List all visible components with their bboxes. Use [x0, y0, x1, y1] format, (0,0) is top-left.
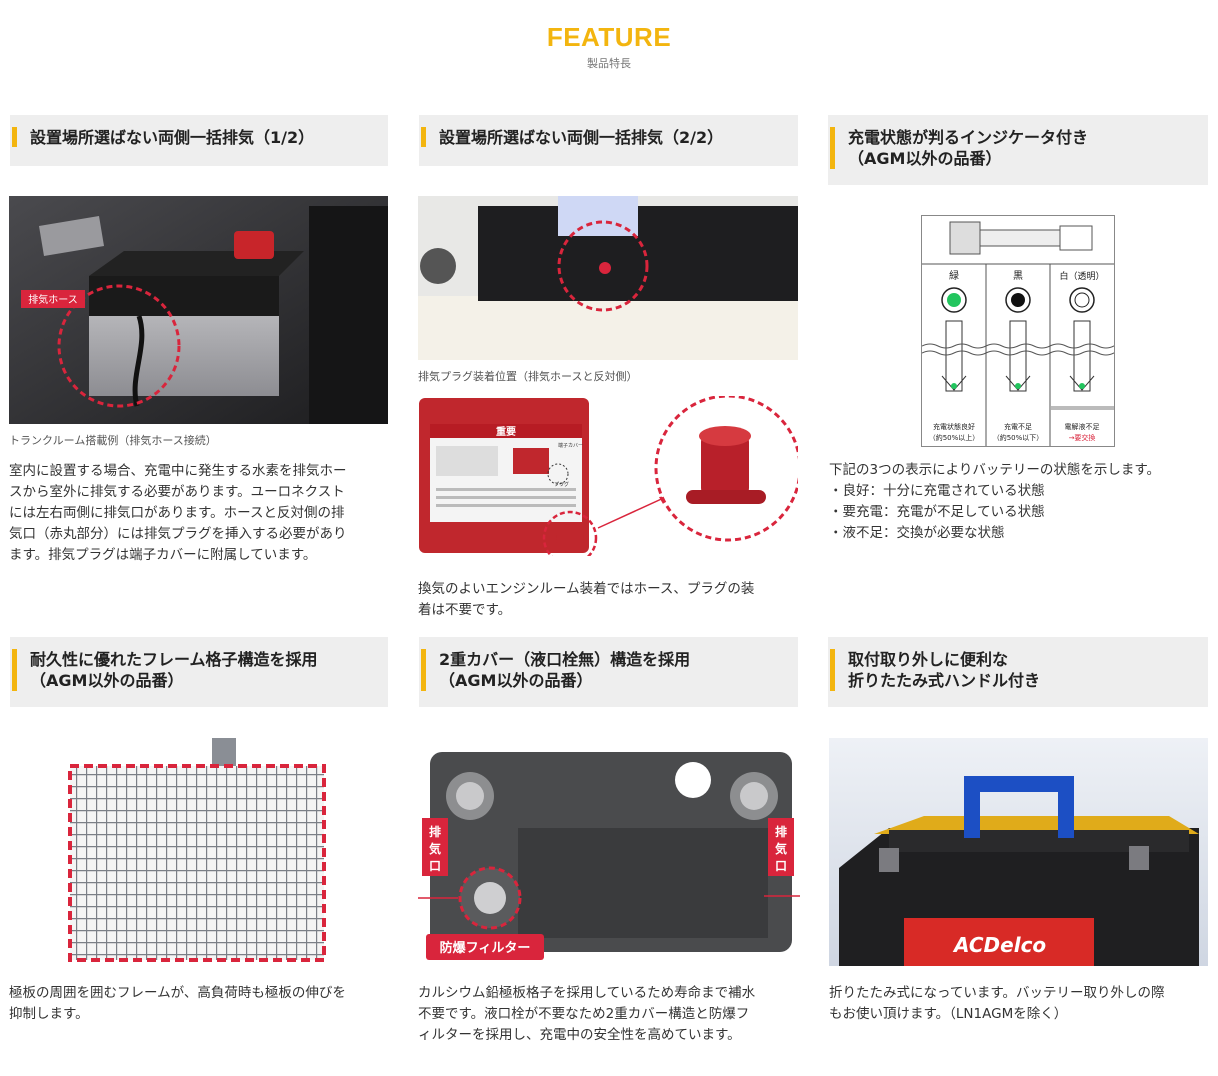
white-dot-icon	[1074, 292, 1090, 308]
indicator-white-desc2: →要交換	[1069, 433, 1096, 442]
indicator-black-desc: 充電不足	[1004, 422, 1032, 431]
card-5-body: カルシウム鉛極板格子を採用しているため寿命まで補水 不要です。液口栓が不要なため…	[418, 985, 756, 1043]
indicator-green-label: 緑	[949, 269, 959, 282]
indicator-diagram: 緑 黒 白（透明） 充電状態良好 （約50%以上） 充電不足 （約50%以下） …	[921, 215, 1115, 447]
card-3-heading: 充電状態が判るインジケータ付き （AGM以外の品番）	[828, 115, 1208, 185]
brand-logo: ACDelco	[952, 933, 1046, 957]
card-1-heading: 設置場所選ばない両側一括排気（1/2）	[10, 115, 388, 166]
card-1-photo: 排気ホース	[9, 196, 388, 424]
section-title: FEATURE	[546, 22, 672, 52]
card-6-heading: 取付取り外しに便利な 折りたたみ式ハンドル付き	[828, 637, 1208, 707]
double-cover-image: 排気口 排気口 防爆フィルター	[418, 748, 800, 966]
indicator-white-label: 白（透明）	[1059, 270, 1104, 282]
indicator-green-desc2: （約50%以上）	[929, 433, 980, 442]
important-label: 重要	[496, 425, 516, 438]
filter-label: 防爆フィルター	[440, 940, 531, 956]
card-2-heading: 設置場所選ばない両側一括排気（2/2）	[419, 115, 798, 166]
card-2-body: 換気のよいエンジンルーム装着ではホース、プラグの装 着は不要です。	[418, 581, 755, 618]
card-2-plug-diagram: 重要 端子カバー プラグ	[418, 396, 798, 556]
green-dot-icon	[947, 293, 961, 307]
section-subtitle: 製品特長	[587, 57, 631, 70]
card-6-body: 折りたたみ式になっています。バッテリー取り外しの際 もお使い頂けます。（LN1A…	[829, 985, 1165, 1022]
card-4-heading: 耐久性に優れたフレーム格子構造を採用 （AGM以外の品番）	[10, 637, 388, 707]
plug-label: プラグ	[554, 481, 569, 488]
exhaust-hose-label: 排気ホース	[28, 293, 78, 306]
grid-frame-image	[66, 738, 328, 964]
indicator-black-label: 黒	[1013, 270, 1023, 282]
card-4-body: 極板の周囲を囲むフレームが、高負荷時も極板の伸びを 抑制します。	[9, 985, 346, 1022]
indicator-green-desc: 充電状態良好	[933, 422, 975, 431]
handle-battery-photo: ACDelco	[829, 738, 1208, 966]
card-3-body: 下記の3つの表示によりバッテリーの状態を示します。 ・良好：十分に充電されている…	[829, 462, 1160, 541]
black-dot-icon	[1011, 293, 1025, 307]
section-header: FEATURE 製品特長	[0, 22, 1218, 71]
card-5-heading: 2重カバー（液口栓無）構造を採用 （AGM以外の品番）	[419, 637, 798, 707]
card-2-caption: 排気プラグ装着位置（排気ホースと反対側）	[418, 370, 638, 383]
terminal-cover-label: 端子カバー	[558, 442, 583, 449]
card-1-caption: トランクルーム搭載例（排気ホース接続）	[9, 434, 217, 447]
indicator-black-desc2: （約50%以下）	[993, 433, 1044, 442]
indicator-white-desc: 電解液不足	[1065, 422, 1100, 431]
card-1-body: 室内に設置する場合、充電中に発生する水素を排気ホー スから室外に排気する必要があ…	[9, 463, 347, 563]
vent-left-label-1: 排気口	[429, 824, 441, 873]
vent-right-label-1: 排気口	[775, 824, 787, 873]
card-2-photo	[418, 196, 798, 360]
